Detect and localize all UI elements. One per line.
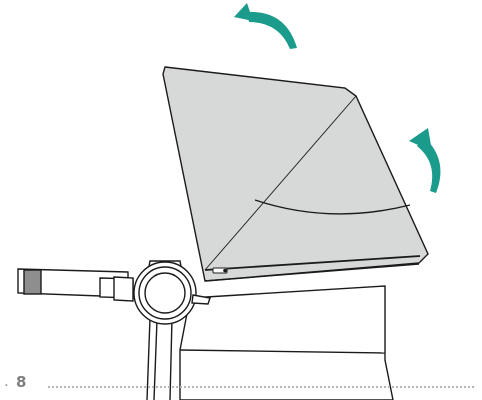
handlebar bbox=[18, 269, 133, 301]
page-marker-dot: . bbox=[4, 372, 9, 390]
canopy-hood bbox=[163, 67, 428, 281]
rotate-arrow-icon bbox=[234, 3, 297, 49]
zipper-pull bbox=[213, 268, 227, 273]
page-number: 8 bbox=[16, 373, 26, 391]
rotate-arrow-icon bbox=[409, 128, 440, 193]
footer-dotted-rule bbox=[48, 386, 474, 388]
